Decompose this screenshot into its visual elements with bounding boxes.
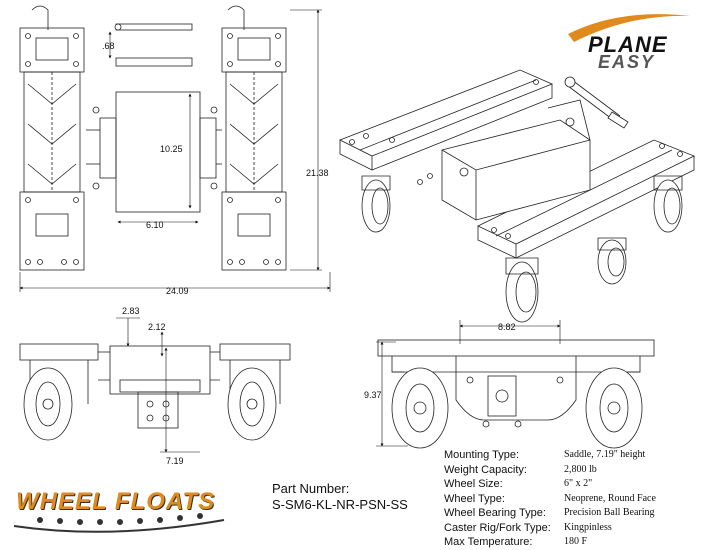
spec-row: Max Temperature: 180 F (444, 535, 656, 550)
side-view (19, 343, 291, 441)
dim-7-19: 7.19 (166, 456, 184, 466)
part-number-label: Part Number: (272, 481, 350, 496)
right-plate-bolts (227, 33, 281, 265)
dim-8-82: 8.82 (498, 322, 516, 332)
part-number-block: Part Number: S-SM6-KL-NR-PSN-SS (272, 481, 408, 513)
spec-value: 180 F (564, 536, 588, 547)
dim-2-83: 2.83 (122, 306, 140, 316)
plane-easy-logo: PLANE EASY (558, 24, 698, 72)
spec-label: Caster Rig/Fork Type: (444, 521, 551, 534)
plane-easy-swoosh-icon (568, 14, 690, 42)
part-number-value: S-SM6-KL-NR-PSN-SS (272, 497, 408, 512)
spec-value: Precision Ball Bearing (564, 507, 655, 518)
front-view-dimensions (376, 320, 561, 447)
logo-line2: EASY (598, 52, 656, 72)
spec-row: Wheel Bearing Type: Precision Ball Bearin… (444, 506, 656, 521)
spec-value: Saddle, 7.19" height (564, 449, 646, 460)
spec-value: 6" x 2" (564, 478, 593, 489)
wheel-floats-swoosh-icon (13, 519, 225, 533)
spec-label: Max Temperature: (444, 536, 533, 548)
spec-value: 2,800 lb (564, 463, 597, 475)
front-view-wheels (391, 367, 643, 449)
spec-row: Wheel Size: 6" x 2" (444, 477, 656, 492)
spec-table: Mounting Type: Saddle, 7.19" height Weigh… (444, 448, 656, 550)
dim-6-10: 6.10 (146, 220, 164, 230)
spec-label: Wheel Size: (444, 478, 503, 490)
dim-0-68: .68 (102, 41, 115, 51)
dim-24-09: 24.09 (166, 286, 189, 296)
spec-value: Kingpinless (564, 521, 612, 533)
dim-10-25: 10.25 (160, 144, 183, 154)
dim-21-38: 21.38 (306, 168, 329, 178)
spec-value: Neoprene, Round Face (564, 492, 656, 504)
top-view (19, 5, 287, 271)
side-view-dimensions (116, 317, 200, 453)
spec-row: Mounting Type: Saddle, 7.19" height (444, 448, 656, 463)
left-plate-bolts (25, 33, 79, 265)
iso-bolts (349, 79, 683, 239)
spec-row: Wheel Type: Neoprene, Round Face (444, 492, 656, 507)
wheel-floats-text: WHEEL FLOATS (16, 488, 216, 515)
side-view-wheels (23, 367, 277, 441)
logo-line1: PLANE (588, 32, 668, 57)
spec-label: Wheel Bearing Type: (444, 507, 546, 519)
wheel-floats-dots-icon (37, 513, 203, 525)
spec-row: Caster Rig/Fork Type: Kingpinless (444, 521, 656, 536)
front-view (377, 339, 655, 449)
isometric-view (339, 69, 695, 323)
iso-wheels (361, 175, 683, 323)
wheel-floats-logo: WHEEL FLOATS (12, 484, 227, 534)
top-view-dimensions (19, 9, 331, 292)
spec-label: Weight Capacity: (444, 463, 527, 476)
spec-row: Weight Capacity: 2,800 lb (444, 463, 656, 478)
dim-9-37: 9.37 (364, 390, 382, 400)
spec-label: Mounting Type: (444, 449, 520, 461)
dim-2-12: 2.12 (148, 322, 166, 332)
spec-label: Wheel Type: (444, 492, 505, 505)
